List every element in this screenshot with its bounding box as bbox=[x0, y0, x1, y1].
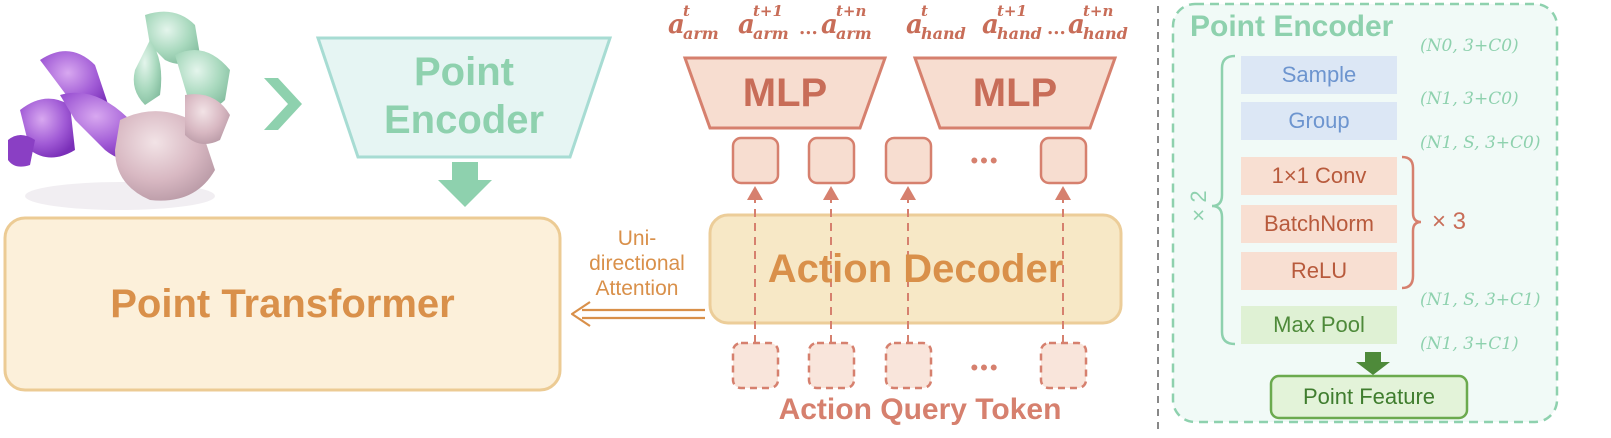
arm-symbol-sub: arm bbox=[683, 24, 719, 43]
output-token bbox=[731, 136, 780, 185]
action-decoder-label: Action Decoder bbox=[767, 246, 1064, 291]
chevron-right-icon bbox=[264, 78, 302, 130]
hand-symbol-sup: t+n bbox=[1083, 2, 1114, 20]
hand-symbol-sub: hand bbox=[1083, 24, 1128, 43]
shape-annotation: (N1, S, 3+C1) bbox=[1420, 290, 1541, 310]
output-token bbox=[807, 136, 856, 185]
point-transformer-block bbox=[3, 216, 562, 392]
point-cloud-object bbox=[8, 11, 230, 210]
token-flow-arrows bbox=[754, 196, 1064, 343]
arm-symbol-a: a bbox=[821, 10, 838, 40]
inner-brace bbox=[1401, 155, 1422, 290]
arm-symbol-sub: arm bbox=[836, 24, 872, 43]
attention-arrow bbox=[570, 301, 705, 327]
point-encoder-label: Point Encoder bbox=[358, 48, 570, 144]
shape-annotation: (N1, S, 3+C0) bbox=[1420, 133, 1541, 153]
output-tokens bbox=[731, 136, 1088, 185]
point-feature-label: Point Feature bbox=[1302, 384, 1436, 409]
hand-symbol-a: a bbox=[906, 10, 923, 40]
conv-step: 1×1 Conv bbox=[1241, 157, 1397, 195]
repeat-outer-label: × 2 bbox=[1186, 190, 1211, 222]
hand-action-symbols: a t hand a t+1 hand ... a t+n hand bbox=[906, 2, 1151, 46]
mlp-hand-block bbox=[912, 56, 1118, 130]
hand-symbol-ellipsis: ... bbox=[1047, 18, 1066, 39]
output-token bbox=[884, 136, 933, 185]
hand-symbol-sup: t+1 bbox=[997, 2, 1027, 20]
hand-symbol-sub: hand bbox=[921, 24, 966, 43]
hand-symbol-a: a bbox=[982, 10, 999, 40]
point-encoder-label-line2: Encoder bbox=[383, 98, 545, 142]
query-tokens bbox=[731, 341, 1088, 390]
hand-symbol-a: a bbox=[1068, 10, 1085, 40]
mlp-arm-label: MLP bbox=[742, 70, 828, 115]
query-token bbox=[884, 341, 933, 390]
action-decoder-block bbox=[708, 213, 1123, 325]
point-feature-block bbox=[1269, 374, 1469, 420]
relu-step: ReLU bbox=[1241, 252, 1397, 290]
shape-annotation: (N1, 3+C1) bbox=[1420, 334, 1519, 354]
sample-step: Sample bbox=[1241, 56, 1397, 94]
attention-label: Uni- directional Attention bbox=[570, 226, 704, 301]
point-encoder-block bbox=[315, 36, 613, 159]
point-transformer-label: Point Transformer bbox=[110, 281, 455, 326]
attention-label-line3: Attention bbox=[595, 277, 679, 300]
shape-annotation: (N1, 3+C0) bbox=[1420, 89, 1519, 109]
hand-symbol-sup: t bbox=[921, 2, 928, 20]
mlp-arm-block bbox=[682, 56, 888, 130]
output-token bbox=[1039, 136, 1088, 185]
arm-symbol-a: a bbox=[738, 10, 755, 40]
arm-symbol-ellipsis: ... bbox=[799, 18, 818, 39]
down-arrow-icon bbox=[438, 162, 492, 207]
arm-symbol-sup: t+n bbox=[836, 2, 867, 20]
down-arrow-icon bbox=[1356, 352, 1390, 375]
repeat-inner-label: × 3 bbox=[1432, 208, 1467, 235]
point-encoder-label-line1: Point bbox=[414, 50, 514, 94]
attention-label-line1: Uni- bbox=[617, 227, 657, 250]
arm-symbol-sub: arm bbox=[753, 24, 789, 43]
maxpool-step: Max Pool bbox=[1241, 306, 1397, 344]
outer-brace bbox=[1211, 54, 1236, 346]
hand-symbol-sub: hand bbox=[997, 24, 1042, 43]
query-token bbox=[807, 341, 856, 390]
token-arrow-heads bbox=[747, 186, 1071, 200]
arm-symbol-a: a bbox=[668, 10, 685, 40]
output-token-ellipsis: ••• bbox=[970, 148, 1000, 173]
arm-symbol-sup: t+1 bbox=[753, 2, 783, 20]
arm-symbol-sup: t bbox=[683, 2, 690, 20]
mlp-hand-label: MLP bbox=[972, 70, 1058, 115]
query-token bbox=[1039, 341, 1088, 390]
arm-action-symbols: a t arm a t+1 arm ... a t+n arm bbox=[668, 2, 893, 46]
batchnorm-step: BatchNorm bbox=[1241, 205, 1397, 243]
query-token bbox=[731, 341, 780, 390]
query-token-ellipsis: ••• bbox=[970, 355, 1000, 380]
point-encoder-panel-title: Point Encoder bbox=[1190, 10, 1394, 43]
attention-label-line2: directional bbox=[589, 252, 685, 275]
shape-annotation: (N0, 3+C0) bbox=[1420, 36, 1519, 56]
action-query-label: Action Query Token bbox=[778, 393, 1062, 426]
group-step: Group bbox=[1241, 102, 1397, 140]
